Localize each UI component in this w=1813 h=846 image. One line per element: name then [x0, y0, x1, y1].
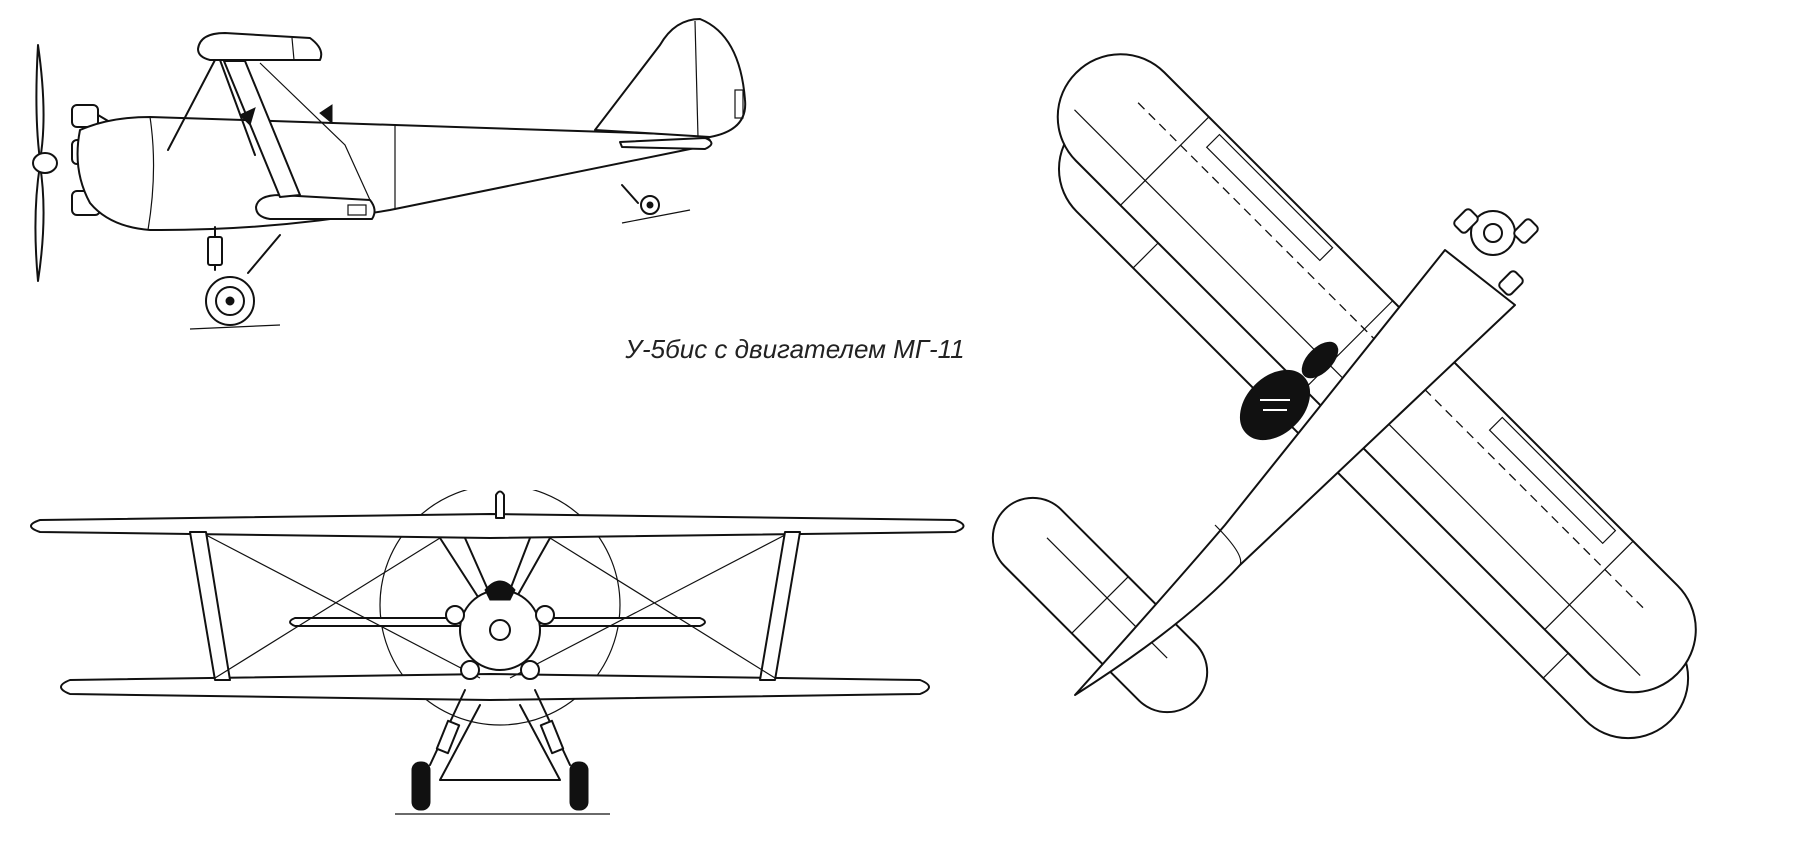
landing-gear-struts — [214, 226, 281, 274]
shock-absorber — [207, 236, 223, 266]
cabane-struts — [439, 537, 551, 601]
top-view-drawing — [975, 5, 1805, 841]
biplane-front-view-icon — [30, 490, 965, 815]
fuselage — [76, 116, 711, 232]
engine-cylinder — [445, 605, 465, 625]
engine-cylinder — [460, 660, 480, 680]
upper-wing — [30, 513, 965, 539]
biplane-side-view-icon — [32, 18, 747, 330]
shock-absorber — [539, 719, 565, 755]
vertical-stabilizer — [495, 490, 505, 519]
propeller-hub — [489, 619, 511, 641]
tail-skid-strut — [621, 184, 639, 204]
interplane-strut — [223, 60, 301, 198]
engine-cylinder — [1498, 270, 1524, 296]
cabane-struts — [167, 59, 256, 156]
horizontal-stabilizer — [619, 137, 713, 150]
engine-cylinder — [484, 580, 516, 601]
cockpit-rear — [1239, 369, 1311, 441]
propeller-hub — [32, 152, 58, 174]
ground-line — [189, 324, 281, 330]
ground-line — [621, 209, 691, 224]
biplane-top-view-icon — [991, 53, 1697, 740]
engine-cylinder — [1453, 208, 1479, 234]
front-view-drawing — [10, 490, 970, 835]
interplane-strut-right — [759, 531, 801, 681]
engine-cylinder — [535, 605, 555, 625]
upper-wing — [197, 32, 323, 61]
engine-cylinder — [1513, 218, 1539, 244]
fuselage — [1074, 249, 1516, 696]
main-wheel-left — [411, 761, 431, 811]
bracing-wires — [205, 534, 786, 679]
rudder-hinge — [694, 20, 699, 138]
engine-cylinder — [71, 104, 99, 128]
lower-wing — [255, 194, 376, 220]
wing-bracing — [259, 62, 371, 201]
interplane-strut-left — [189, 531, 231, 681]
engine-cylinder — [520, 660, 540, 680]
shock-absorber — [435, 719, 461, 755]
figure-caption: У-5бис с двигателем МГ-11 — [625, 334, 965, 364]
cockpit-front — [1301, 341, 1339, 379]
propeller-disc — [379, 490, 621, 726]
vertical-stabilizer — [594, 18, 747, 138]
rudder-tab — [734, 89, 744, 119]
propeller-blade-lower — [34, 164, 45, 282]
side-view-drawing — [10, 5, 790, 345]
propeller-hub — [1483, 223, 1503, 243]
main-wheel-right — [569, 761, 589, 811]
lower-wing — [60, 673, 930, 701]
cowling-line — [147, 116, 155, 231]
horizontal-stabilizer — [991, 496, 1209, 714]
propeller-blade-upper — [35, 44, 45, 161]
